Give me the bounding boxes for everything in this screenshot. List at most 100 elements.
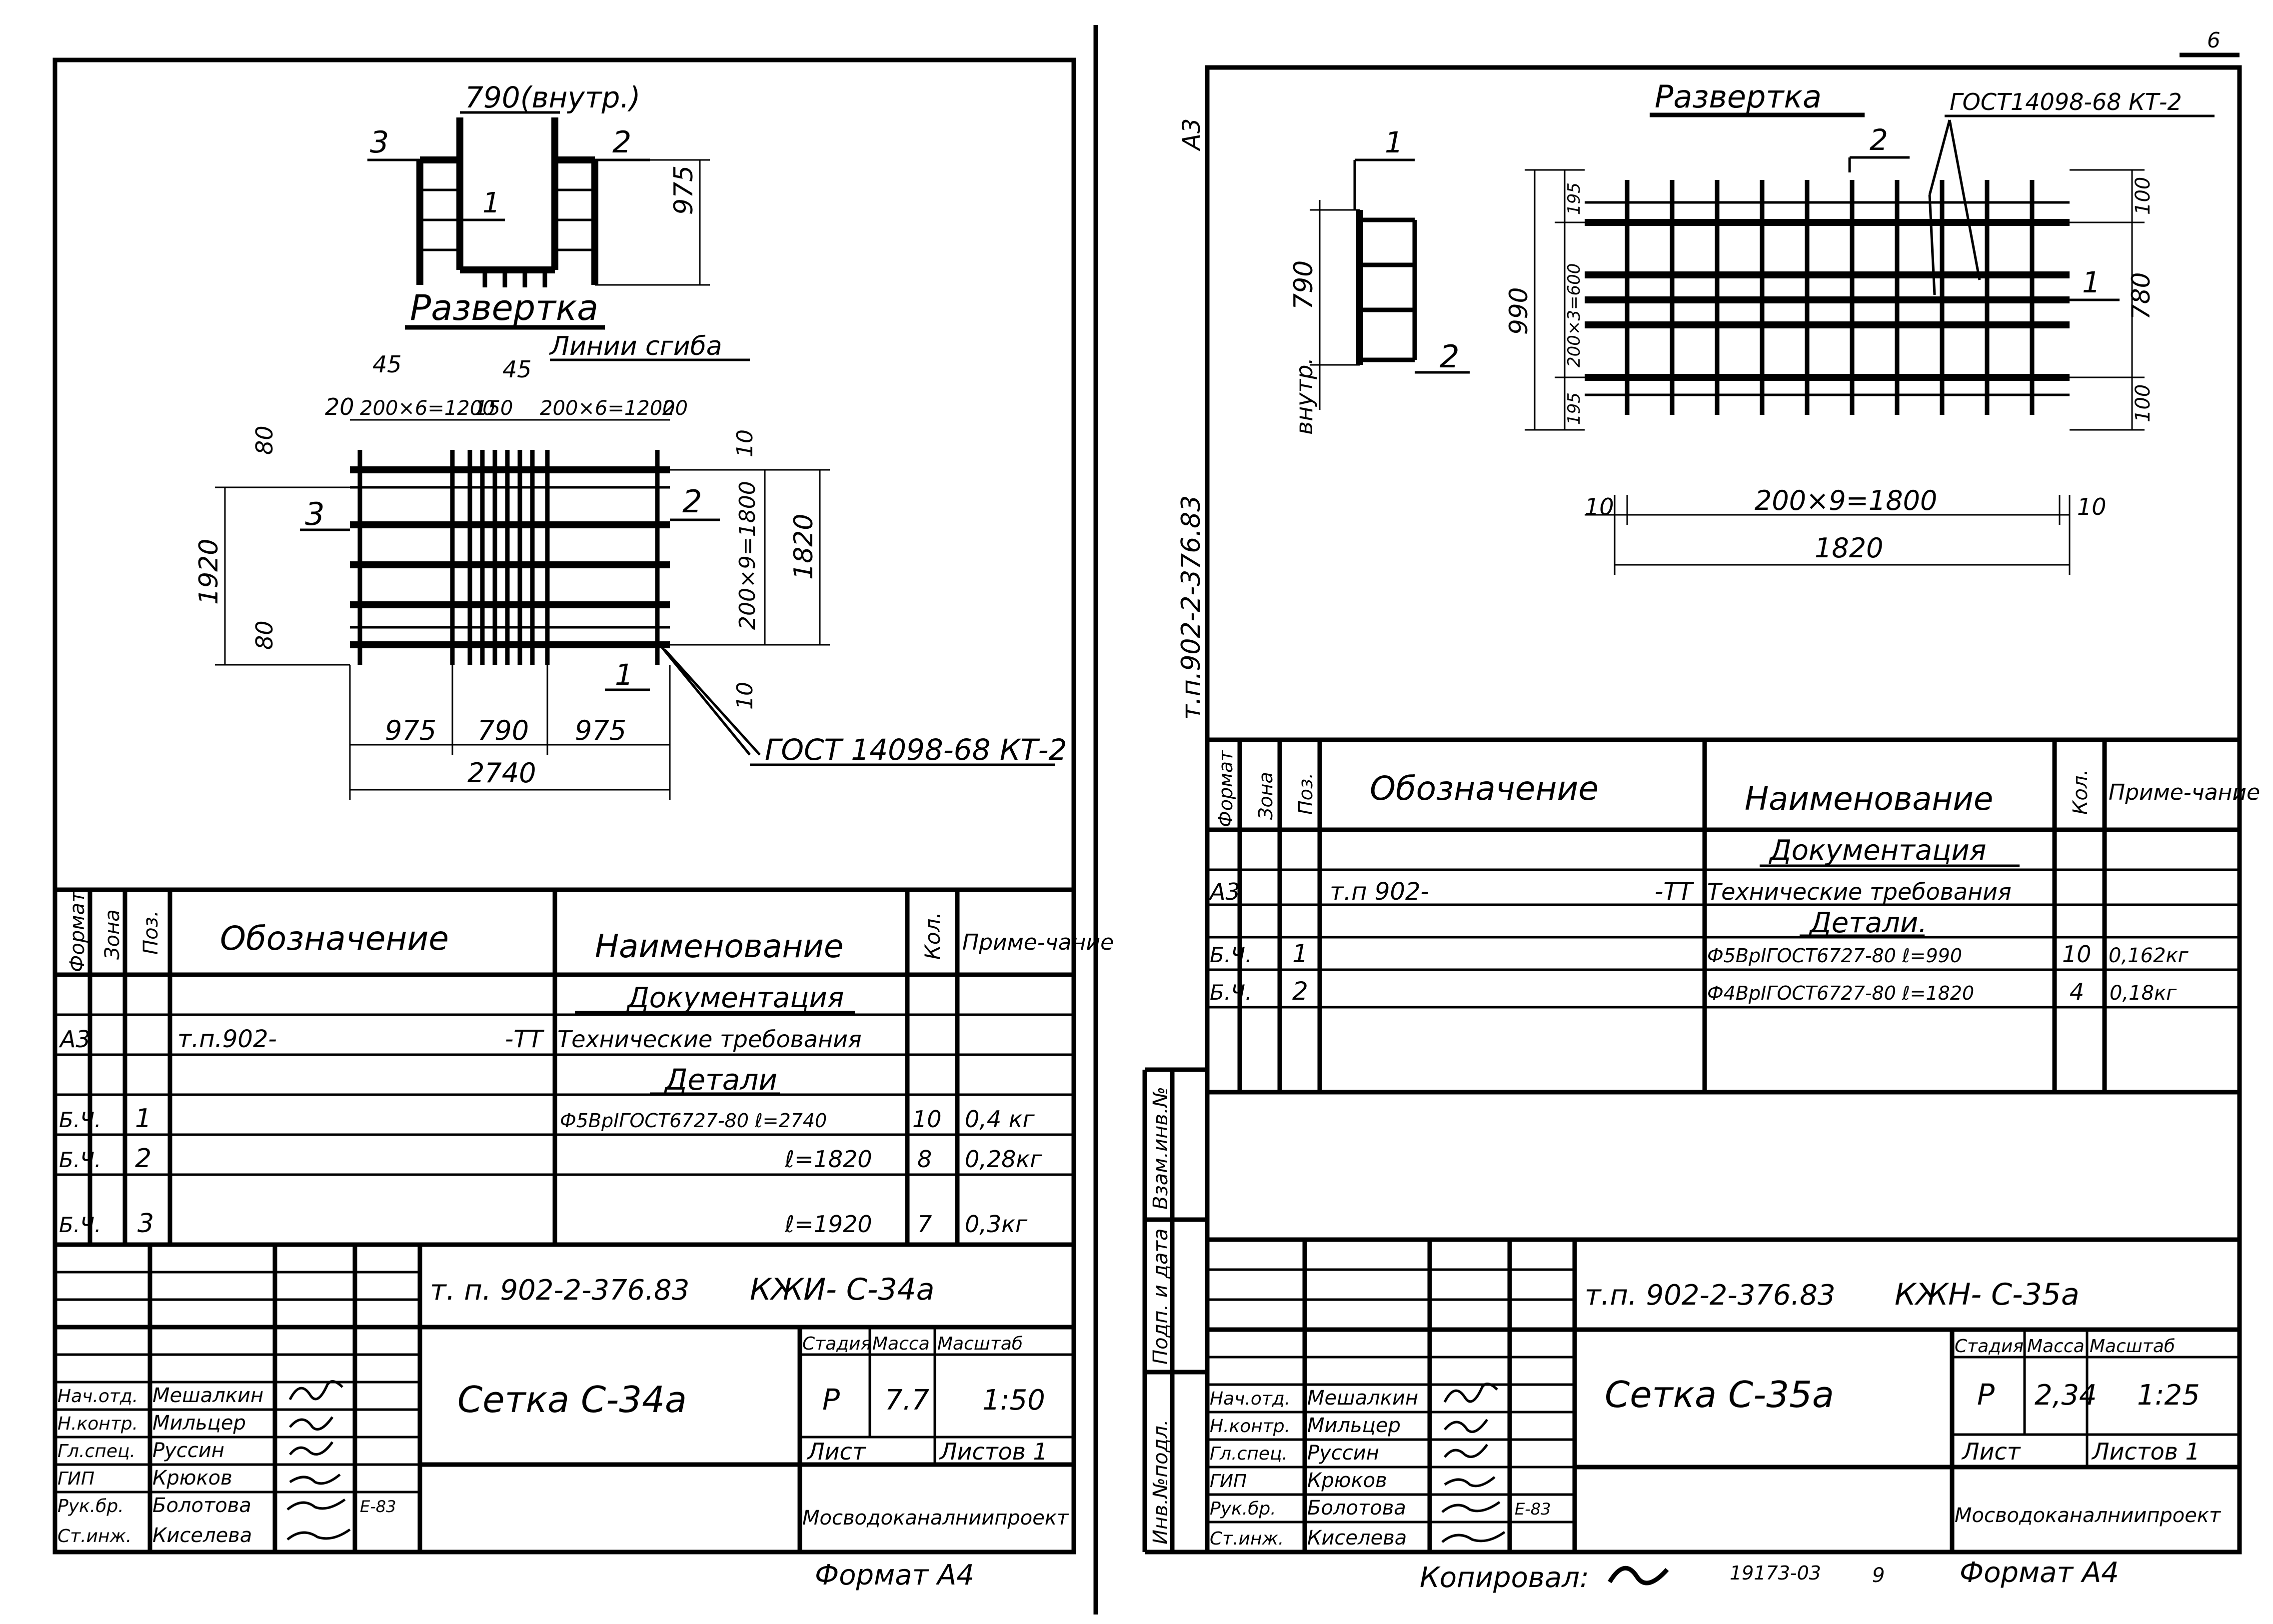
left-spec-table: Формат Зона Поз. Обозначение Наименовани…: [55, 887, 1114, 1247]
right-razvertka-label: Развертка: [1655, 78, 1822, 115]
dim-1920: 1920: [194, 539, 224, 605]
left-mesh-sketch: Линии сгиба 45 45 20 200×6=1200 150 200×…: [194, 331, 1067, 800]
signature-5: [286, 1528, 351, 1541]
left-row-1-format: А3: [58, 1026, 90, 1053]
left-row-3-pos: 1: [135, 1104, 151, 1134]
right-side-stamps: А3 т.п.902-2-376.83 Взам.инв.№ Подп. и д…: [1142, 118, 1207, 1555]
left-title-code: т. п. 902-2-376.83: [430, 1274, 689, 1307]
right-staff-2: Руссин: [1307, 1442, 1379, 1465]
left-row-4-note: 0,28кг: [965, 1146, 1042, 1173]
right-row-3-name: Ф5ВрIГОСТ6727-80 ℓ=990: [1707, 945, 1962, 967]
right-title-mark: КЖН- С-35а: [1895, 1277, 2080, 1312]
dim-200x6-b: 200×6=1200: [540, 397, 675, 420]
left-hdr-pos: Поз.: [139, 910, 162, 955]
right-staff-3: Крюков: [1307, 1469, 1387, 1492]
signature-2: [1444, 1444, 1489, 1458]
dim-990: 990: [1504, 287, 1533, 335]
left-org: Мосводоканалниипроект: [802, 1507, 1069, 1530]
dim-200x3: 200×3=600: [1564, 263, 1584, 367]
left-row-3-note: 0,4 кг: [965, 1106, 1035, 1133]
right-title-block: т.п. 902-2-376.83 КЖН- С-35а Сетка С-35а…: [1207, 1237, 2240, 1552]
left-row-1-designation: т.п.902-: [177, 1025, 277, 1053]
right-row-3-qty: 10: [2062, 941, 2092, 968]
dim-195-b: 195: [1564, 392, 1584, 425]
dim-975-v: 975: [669, 165, 699, 215]
left-stage: Р: [822, 1383, 840, 1417]
dim-10-b: 10: [732, 682, 758, 710]
right-role-3: ГИП: [1210, 1471, 1247, 1492]
dim-1820-right: 1820: [1815, 532, 1883, 564]
side-inv-no: Инв.№подл.: [1149, 1419, 1172, 1545]
signature-1: [289, 1416, 334, 1431]
left-format-label: Формат А4: [815, 1559, 974, 1592]
left-row-4-format: Б.Ч.: [59, 1148, 101, 1172]
left-role-1: Н.контр.: [57, 1414, 138, 1434]
left-row-4-qty: 8: [917, 1146, 932, 1173]
dim-975-b: 975: [575, 715, 626, 746]
left-row-5-name: ℓ=1920: [784, 1211, 872, 1238]
dim-195-a: 195: [1564, 182, 1584, 215]
dim-10-left: 10: [1585, 493, 1614, 520]
left-row-1-name: Технические требования: [557, 1026, 862, 1053]
dim-790-b: 790: [477, 715, 529, 746]
right-row-1-name: Технические требования: [1707, 878, 2012, 905]
right-scale-label: Масштаб: [2090, 1336, 2175, 1357]
left-razvertka-label: Развертка: [410, 287, 598, 328]
right-sign-date: Е-83: [1515, 1500, 1551, 1519]
signature-3: [289, 1474, 341, 1485]
left-row-3-name: Ф5ВрIГОСТ6727-80 ℓ=2740: [560, 1110, 827, 1132]
dim-200x6-a: 200×6=1200: [360, 397, 495, 420]
left-role-5: Ст.инж.: [57, 1526, 131, 1547]
right-hdr-qty: Кол.: [2069, 769, 2092, 815]
profile-dim-790: 790: [1289, 260, 1319, 310]
right-role-4: Рук.бр.: [1210, 1499, 1276, 1519]
signature-4: [1441, 1501, 1501, 1513]
right-row-1-suffix: -ТТ: [1655, 878, 1695, 906]
left-staff-5: Киселева: [152, 1524, 252, 1547]
dim-100-a: 100: [2132, 177, 2155, 215]
right-title-name: Сетка С-35а: [1605, 1374, 1834, 1416]
left-row-5-format: Б.Ч.: [59, 1213, 101, 1237]
box-pos-2: 2: [612, 125, 631, 160]
right-spec-table: Формат Зона Поз. Обозначение Наименовани…: [1207, 737, 2260, 1095]
left-row-3-qty: 10: [912, 1106, 942, 1133]
page-corner-number: 6: [2207, 28, 2221, 52]
left-frame: [52, 57, 1076, 1555]
dim-20-b: 20: [662, 397, 688, 420]
left-row-3-format: Б.Ч.: [59, 1108, 101, 1132]
dim-150: 150: [475, 397, 513, 420]
left-hdr-zone: Зона: [101, 909, 124, 960]
left-row-2-name: Детали: [663, 1063, 777, 1097]
right-staff-1: Мильцер: [1307, 1414, 1401, 1437]
box-pos-3: 3: [370, 125, 389, 160]
copy-sheet: 9: [1872, 1564, 1885, 1587]
mesh-pos-2: 2: [682, 483, 702, 520]
signature-0: [288, 1380, 343, 1401]
left-box-sketch: 790(внутр.) 1 3 2: [367, 80, 710, 330]
right-frame: [1205, 65, 2242, 1555]
left-row-4-pos: 2: [135, 1144, 151, 1174]
left-staff-3: Крюков: [152, 1467, 232, 1490]
right-row-4-pos: 2: [1292, 977, 1308, 1006]
dim-790-inner: 790(внутр.): [465, 80, 640, 114]
dim-80-a: 80: [251, 425, 278, 455]
left-sheet-label: Лист: [806, 1438, 866, 1465]
left-stage-label: Стадия: [802, 1334, 871, 1354]
right-mass-label: Масса: [2027, 1336, 2085, 1357]
left-mass: 7.7: [885, 1384, 929, 1417]
right-staff-4: Болотова: [1307, 1497, 1406, 1520]
side-sheet-format: А3: [1178, 118, 1206, 151]
left-row-5-qty: 7: [917, 1211, 932, 1238]
dim-10-right: 10: [2077, 493, 2107, 520]
dim-80-b: 80: [251, 620, 278, 650]
dim-780: 780: [2127, 272, 2156, 320]
right-mesh-sketch: Развертка ГОСТ14098-68 КТ-2 2: [1504, 78, 2215, 575]
right-sheets-label: Листов 1: [2091, 1438, 2200, 1465]
copy-number: 19173-03: [1730, 1562, 1821, 1584]
right-role-2: Гл.спец.: [1210, 1444, 1288, 1464]
profile-pos-1: 1: [1385, 125, 1403, 159]
right-hdr-format: Формат: [1215, 749, 1237, 827]
right-row-4-format: Б.Ч.: [1210, 980, 1252, 1005]
right-row-0-name: Документация: [1768, 834, 1986, 867]
